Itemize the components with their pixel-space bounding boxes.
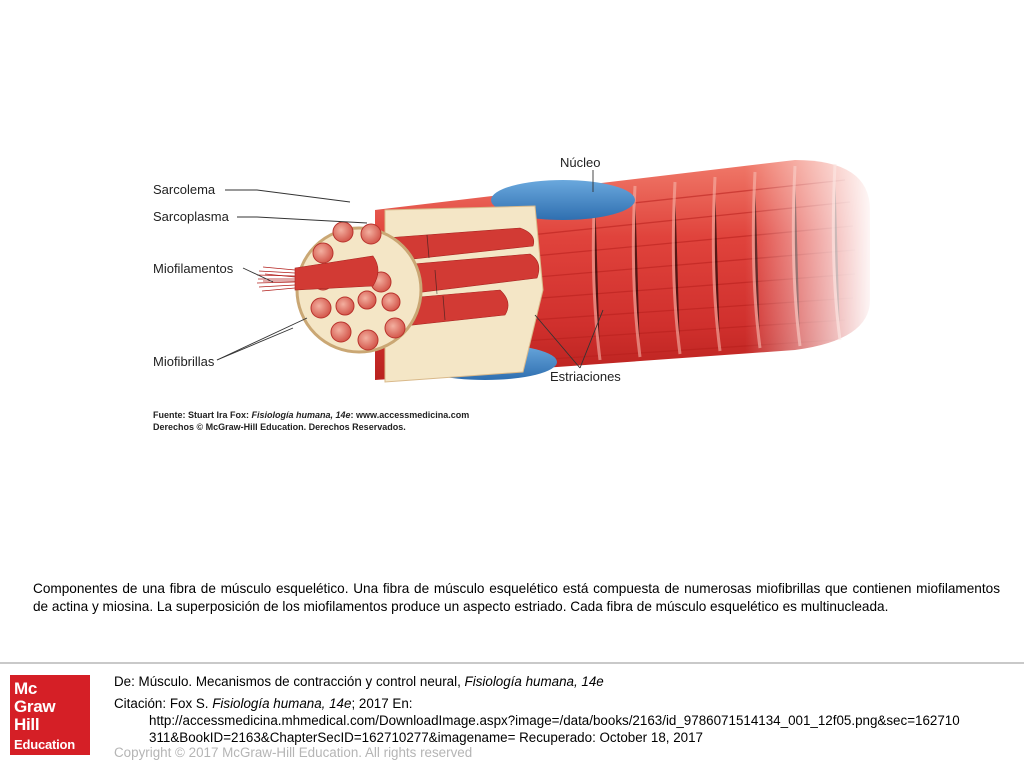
source-url-line2: 311&BookID=2163&ChapterSecID=162710277&i… bbox=[149, 730, 703, 745]
myofilaments bbox=[256, 266, 296, 292]
logo-line-1: Mc bbox=[14, 679, 38, 698]
logo-line-4: Education bbox=[14, 737, 76, 752]
protruding-myofibril bbox=[294, 255, 379, 291]
figure-credit-line2: Derechos © McGraw-Hill Education. Derech… bbox=[153, 422, 406, 432]
logo-line-3: Hill bbox=[14, 715, 40, 734]
label-sarcoplasma: Sarcoplasma bbox=[153, 209, 230, 224]
label-sarcolema: Sarcolema bbox=[153, 182, 216, 197]
figure-caption: Componentes de una fibra de músculo esqu… bbox=[33, 581, 1000, 614]
label-estriaciones: Estriaciones bbox=[550, 369, 621, 384]
copyright-notice: Copyright © 2017 McGraw-Hill Education. … bbox=[114, 745, 473, 760]
label-miofilamentos: Miofilamentos bbox=[153, 261, 234, 276]
source-citation: Citación: Fox S. Fisiología humana, 14e;… bbox=[114, 696, 413, 711]
logo-line-2: Graw bbox=[14, 697, 56, 716]
leader-lines bbox=[216, 170, 604, 369]
muscle-fiber-diagram: Sarcolema Sarcoplasma Miofilamentos Miof… bbox=[153, 150, 870, 435]
mcgraw-hill-logo: Mc Graw Hill Education bbox=[10, 675, 90, 755]
figure-credit-line1: Fuente: Stuart Ira Fox: Fisiología human… bbox=[153, 410, 469, 420]
source-url-line1[interactable]: http://accessmedicina.mhmedical.com/Down… bbox=[149, 713, 960, 728]
fibril-cross-sections bbox=[310, 221, 406, 351]
label-miofibrillas: Miofibrillas bbox=[153, 354, 215, 369]
source-info: De: Músculo. Mecanismos de contracción y… bbox=[114, 673, 1014, 746]
label-nucleo: Núcleo bbox=[560, 155, 600, 170]
source-from: De: Músculo. Mecanismos de contracción y… bbox=[114, 674, 604, 689]
muscle-fiber-figure: Sarcolema Sarcoplasma Miofilamentos Miof… bbox=[145, 150, 870, 435]
divider bbox=[0, 662, 1024, 664]
